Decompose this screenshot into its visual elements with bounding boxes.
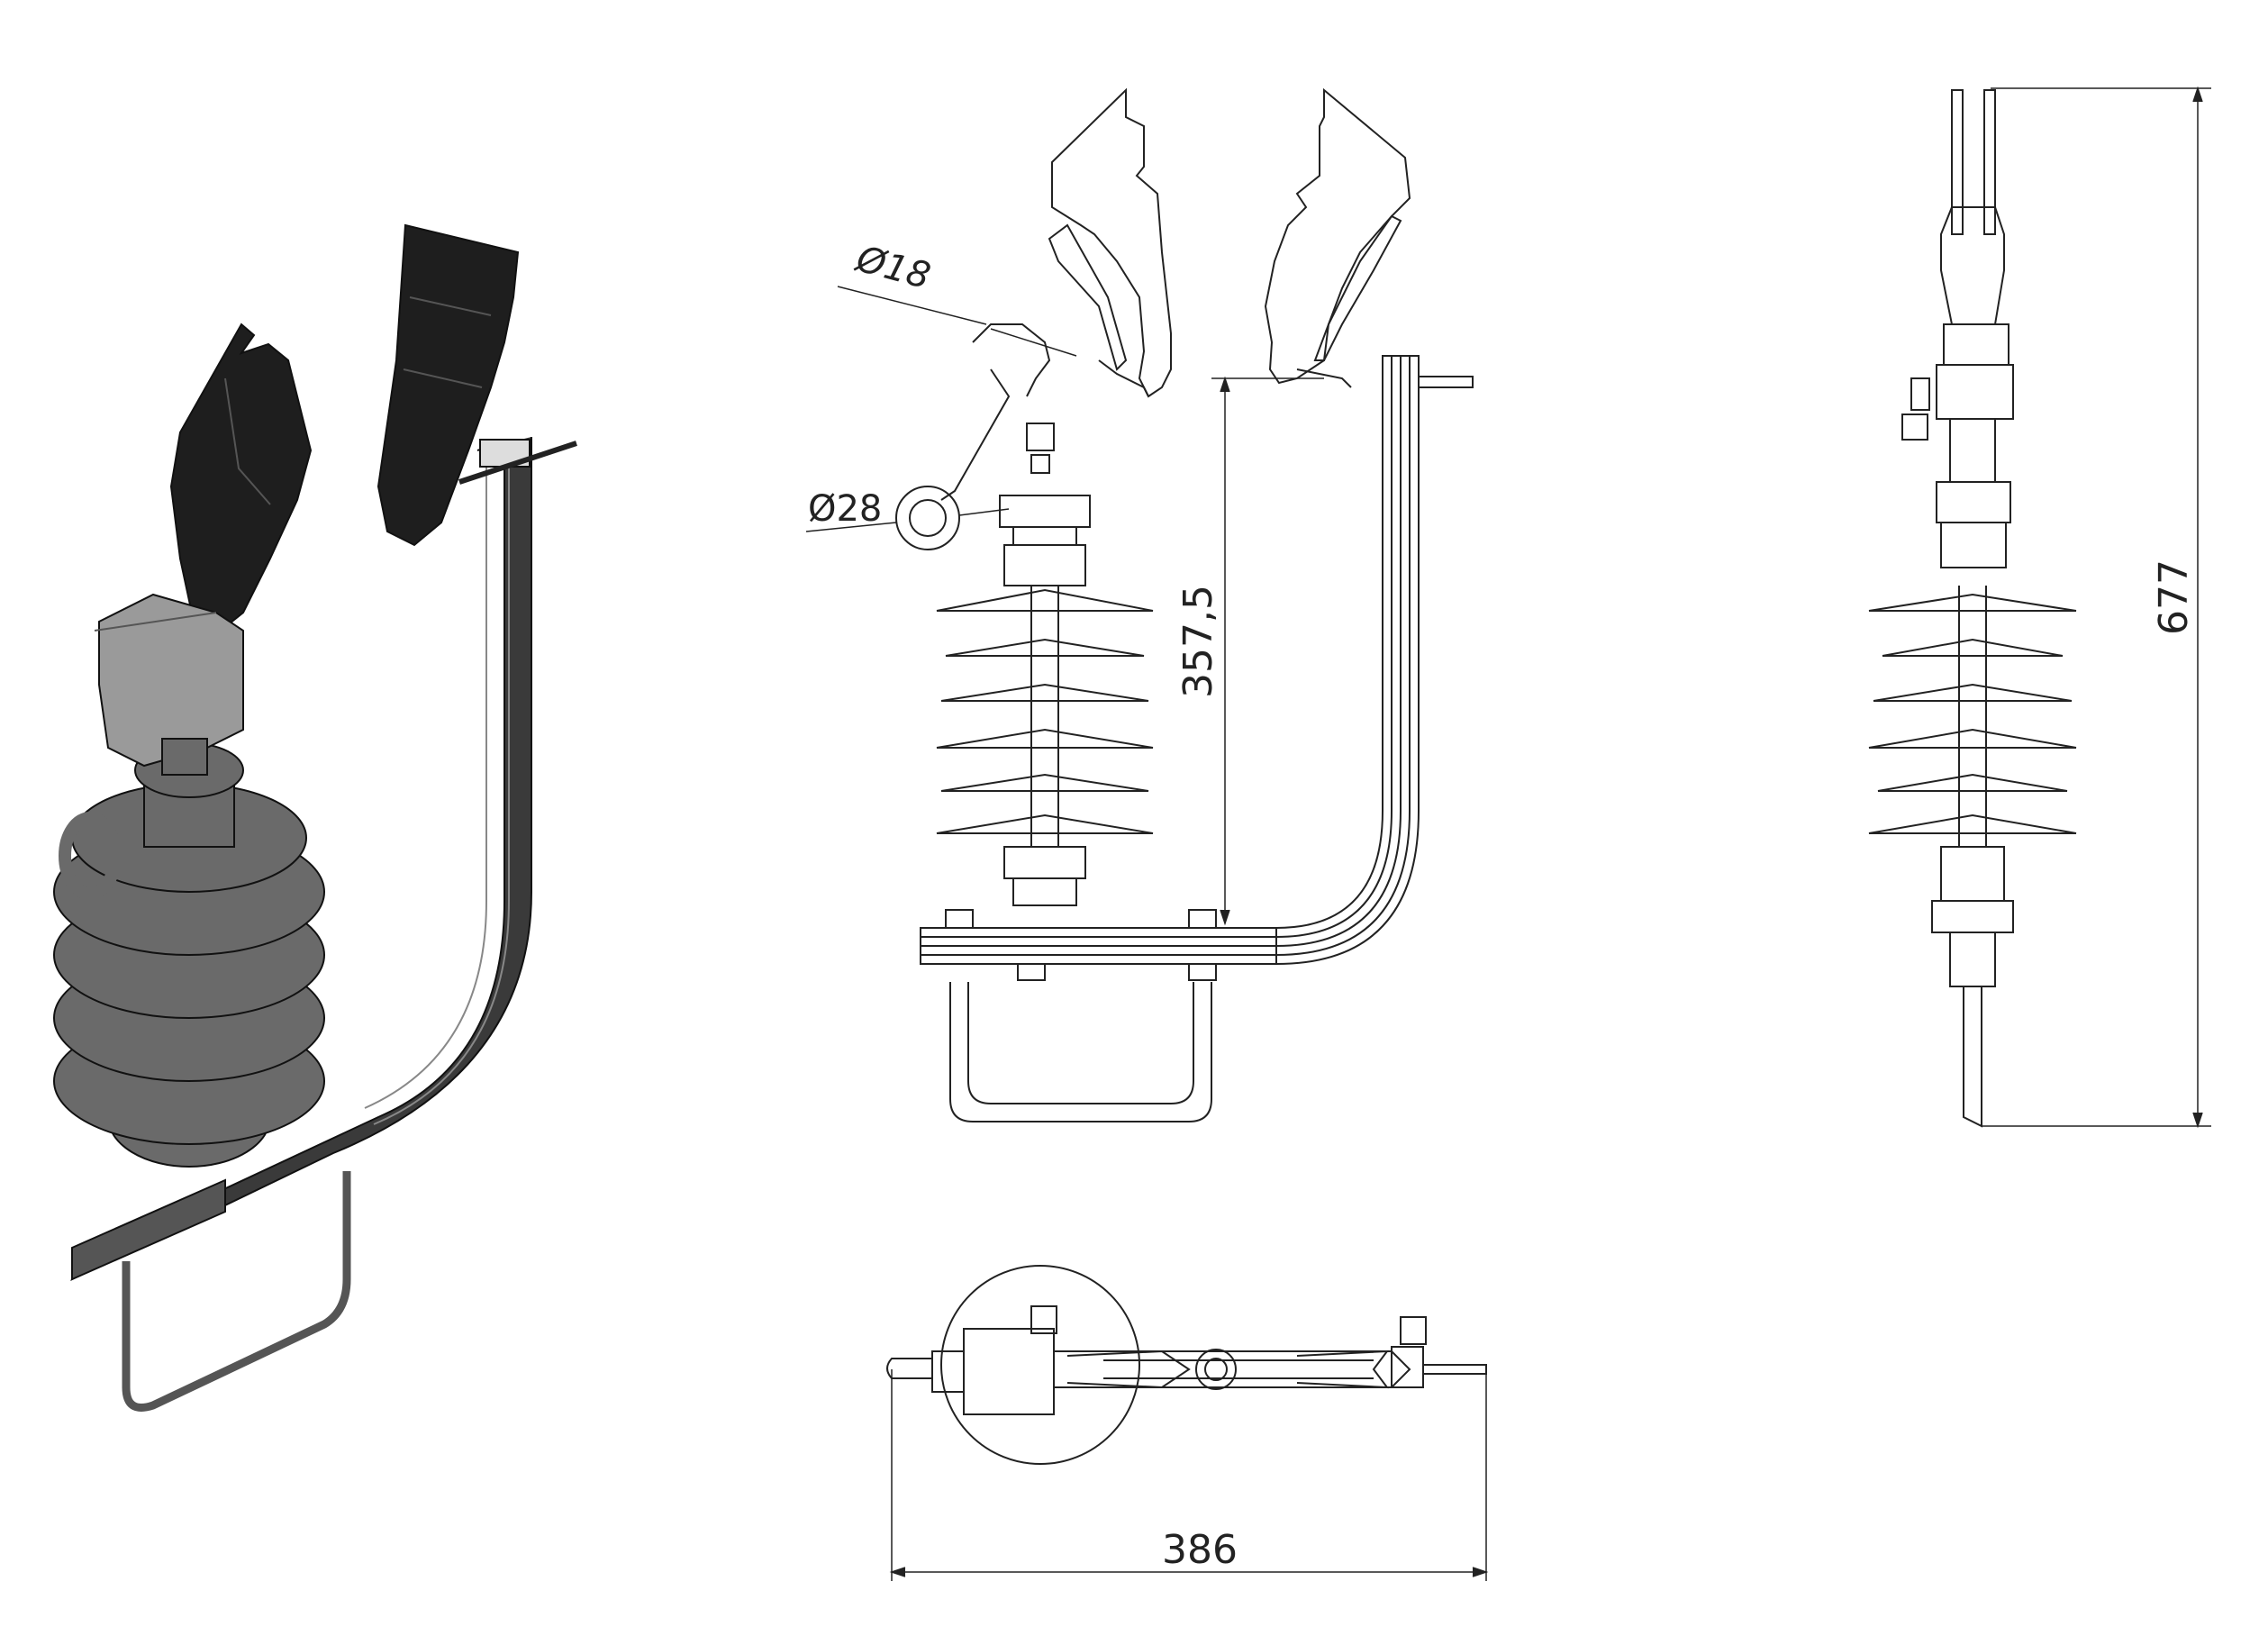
left-arcing-horn — [169, 323, 313, 632]
right-arcing-horn — [376, 223, 520, 547]
leader-phi18 — [837, 286, 1077, 357]
dimension-677 — [1982, 86, 2211, 1129]
steel-bracket — [70, 437, 577, 1282]
h357-label: 357,5 — [1175, 585, 1221, 698]
side-view — [1868, 86, 2211, 1129]
phi28-label: Ø28 — [808, 488, 882, 530]
phi18-label: Ø18 — [850, 238, 934, 297]
front-left-horn — [1048, 87, 1172, 398]
front-view — [805, 87, 1474, 1122]
front-right-horn — [1264, 87, 1411, 388]
u-bolt — [122, 1171, 351, 1412]
top-view — [886, 1265, 1489, 1581]
h677-label: 677 — [2151, 559, 2197, 635]
w386-label: 386 — [1162, 1527, 1238, 1573]
isometric-view — [53, 223, 577, 1412]
front-arrester — [936, 495, 1154, 906]
leader-phi28 — [805, 508, 1010, 532]
surge-arrester-3d — [53, 742, 325, 1168]
dimension-386 — [889, 1369, 1489, 1581]
dimension-357-5 — [1211, 376, 1324, 926]
clamp-and-ring-3d — [59, 593, 244, 900]
front-bracket — [920, 355, 1474, 1122]
front-clamp-ring — [895, 323, 1055, 550]
